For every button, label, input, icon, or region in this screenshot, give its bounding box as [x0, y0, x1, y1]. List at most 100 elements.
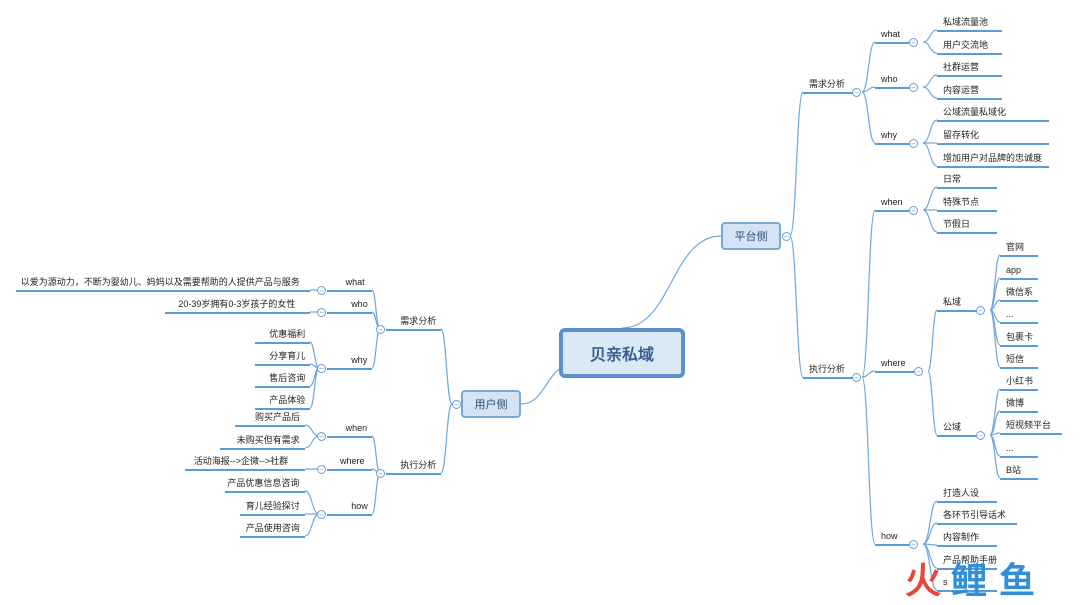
platform-who-item[interactable]: 内容运营 — [943, 85, 980, 95]
platform-private-collapse-toggle-icon[interactable]: – — [976, 306, 985, 315]
platform-private-item[interactable]: 微信系 — [1006, 287, 1034, 297]
user-who-item[interactable]: 20-39岁拥有0-3岁孩子的女性 — [178, 299, 296, 309]
user-when-collapse-toggle-icon[interactable]: – — [317, 432, 326, 441]
platform-why-item[interactable]: 公域流量私域化 — [943, 107, 1007, 117]
user-how-item[interactable]: 产品使用咨询 — [245, 523, 300, 533]
platform-private-item[interactable]: 官网 — [1006, 242, 1025, 252]
user-when-item[interactable]: 购买产品后 — [255, 412, 301, 422]
user-why-item-underline — [255, 342, 310, 344]
platform-how-item-underline — [937, 545, 997, 547]
user-what[interactable]: what — [345, 277, 365, 287]
platform-where[interactable]: where — [881, 358, 906, 368]
user-where[interactable]: where — [340, 456, 365, 466]
platform-when-item[interactable]: 节假日 — [943, 219, 971, 229]
user-why-item[interactable]: 分享育儿 — [269, 351, 306, 361]
platform-public-item[interactable]: 短视频平台 — [1006, 420, 1052, 430]
user-why-item[interactable]: 售后咨询 — [269, 373, 306, 383]
platform-public[interactable]: 公域 — [943, 422, 962, 432]
platform-how-item[interactable]: s — [943, 577, 948, 587]
platform-side-topic[interactable]: 平台侧 — [721, 222, 781, 250]
platform-how-item-underline — [937, 568, 997, 570]
platform-what[interactable]: what — [881, 29, 901, 39]
platform-public-item[interactable]: 微博 — [1006, 398, 1025, 408]
platform-collapse-toggle-icon[interactable]: – — [782, 232, 791, 241]
platform-public-collapse-toggle-icon[interactable]: – — [976, 431, 985, 440]
platform-private-item[interactable]: 短信 — [1006, 354, 1025, 364]
user-why-collapse-toggle-icon[interactable]: – — [317, 364, 326, 373]
platform-why-item-underline — [937, 120, 1049, 122]
platform-private-item[interactable]: app — [1006, 265, 1022, 275]
platform-how-item[interactable]: 内容制作 — [943, 532, 980, 542]
user-how-item[interactable]: 产品优惠信息咨询 — [227, 478, 300, 488]
user-exec-topic[interactable]: 执行分析 — [400, 460, 437, 470]
user-how-item-underline — [240, 536, 305, 538]
user-how[interactable]: how — [351, 501, 368, 511]
platform-exec-topic-underline — [803, 377, 858, 379]
user-when-item[interactable]: 未购买但有需求 — [236, 435, 300, 445]
user-how-item[interactable]: 育儿经验探讨 — [245, 501, 300, 511]
user-where-underline — [327, 469, 372, 471]
platform-private-item[interactable]: ... — [1006, 309, 1014, 319]
platform-how-item[interactable]: 打造人设 — [943, 488, 980, 498]
platform-public-item-underline — [1000, 456, 1038, 458]
user-when[interactable]: when — [345, 423, 368, 433]
platform-public-item[interactable]: B站 — [1006, 465, 1022, 475]
user-collapse-toggle-icon[interactable]: – — [452, 400, 461, 409]
platform-when-item[interactable]: 特殊节点 — [943, 197, 980, 207]
user-exec-topic-underline — [386, 473, 441, 475]
platform-exec-topic[interactable]: 执行分析 — [809, 364, 846, 374]
platform-when-item-underline — [937, 187, 997, 189]
platform-when[interactable]: when — [881, 197, 903, 207]
platform-why[interactable]: why — [881, 130, 898, 140]
platform-what-collapse-toggle-icon[interactable]: – — [909, 38, 918, 47]
platform-who-item[interactable]: 社群运营 — [943, 62, 980, 72]
platform-who-collapse-toggle-icon[interactable]: – — [909, 83, 918, 92]
user-why[interactable]: why — [351, 355, 368, 365]
user-how-underline — [327, 514, 372, 516]
platform-when-underline — [875, 210, 915, 212]
user-who[interactable]: who — [351, 299, 368, 309]
user-who-collapse-toggle-icon[interactable]: – — [317, 308, 326, 317]
platform-what-item[interactable]: 用户交流地 — [943, 40, 989, 50]
user-side-topic[interactable]: 用户侧 — [461, 390, 521, 418]
platform-why-collapse-toggle-icon[interactable]: – — [909, 139, 918, 148]
platform-what-item[interactable]: 私域流量池 — [943, 17, 989, 27]
user-how-collapse-toggle-icon[interactable]: – — [317, 510, 326, 519]
user-where-collapse-toggle-icon[interactable]: – — [317, 465, 326, 474]
root-topic[interactable]: 贝亲私域 — [559, 328, 685, 378]
user-demand-topic[interactable]: 需求分析 — [400, 316, 437, 326]
user-exec-topic-collapse-toggle-icon[interactable]: – — [376, 469, 385, 478]
platform-private-item[interactable]: 包裹卡 — [1006, 332, 1034, 342]
platform-how-collapse-toggle-icon[interactable]: – — [909, 540, 918, 549]
user-why-item[interactable]: 优惠福利 — [269, 329, 306, 339]
platform-exec-topic-collapse-toggle-icon[interactable]: – — [852, 373, 861, 382]
platform-what-item-underline — [937, 53, 1002, 55]
platform-how-item[interactable]: 各环节引导话术 — [943, 510, 1007, 520]
platform-how[interactable]: how — [881, 531, 898, 541]
platform-when-item[interactable]: 日常 — [943, 174, 962, 184]
platform-why-item[interactable]: 增加用户对品牌的忠诚度 — [943, 153, 1043, 163]
user-demand-topic-collapse-toggle-icon[interactable]: – — [376, 325, 385, 334]
platform-how-item[interactable]: 产品帮助手册 — [943, 555, 998, 565]
platform-where-collapse-toggle-icon[interactable]: – — [914, 367, 923, 376]
user-why-item[interactable]: 产品体验 — [269, 395, 306, 405]
platform-demand-topic[interactable]: 需求分析 — [809, 79, 846, 89]
user-what-collapse-toggle-icon[interactable]: – — [317, 286, 326, 295]
user-who-item-underline — [165, 312, 310, 314]
platform-where-underline — [875, 371, 920, 373]
platform-when-item-underline — [937, 210, 997, 212]
platform-public-item[interactable]: ... — [1006, 443, 1014, 453]
watermark-logo-glyph-carp: 鲤 — [951, 560, 987, 601]
platform-public-item-underline — [1000, 411, 1038, 413]
user-what-item[interactable]: 以爱为源动力，不断为婴幼儿、妈妈以及需要帮助的人提供产品与服务 — [20, 277, 300, 287]
platform-private[interactable]: 私域 — [943, 297, 962, 307]
platform-demand-topic-collapse-toggle-icon[interactable]: – — [852, 88, 861, 97]
user-where-item[interactable]: 活动海报-->企微-->社群 — [193, 456, 289, 466]
platform-who[interactable]: who — [881, 74, 898, 84]
watermark-logo-glyph-fish: 鱼 — [999, 560, 1035, 601]
platform-public-item[interactable]: 小红书 — [1006, 376, 1034, 386]
platform-why-item[interactable]: 留存转化 — [943, 130, 980, 140]
platform-why-item-underline — [937, 166, 1049, 168]
user-what-underline — [327, 290, 372, 292]
platform-when-collapse-toggle-icon[interactable]: – — [909, 206, 918, 215]
